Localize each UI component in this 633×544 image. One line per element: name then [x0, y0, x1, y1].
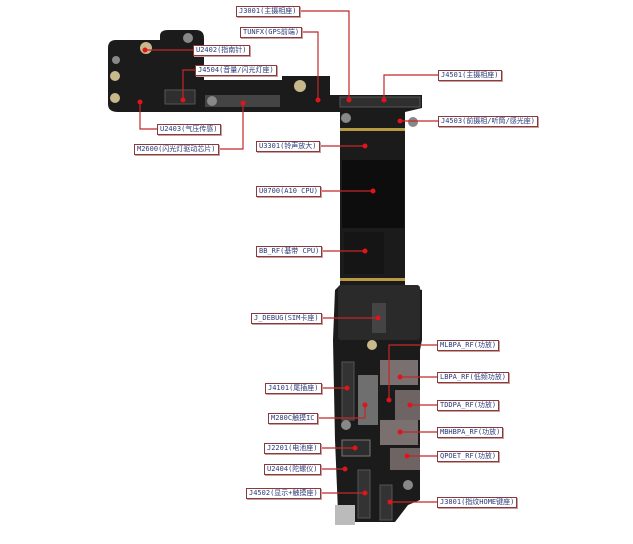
touch-ic-shield: [358, 375, 378, 425]
label-j4501: J4501(主摄相座): [438, 70, 502, 81]
label-u2404: U2404(陀螺仪): [264, 464, 321, 475]
label-lbpa-rf: LBPA_RF(低频功放): [437, 372, 509, 383]
marker-dots: [137, 47, 413, 505]
label-j3801: J3801(指纹HOME键座): [437, 497, 518, 508]
leader-lines: [139, 10, 438, 503]
label-j4503: J4503(前摄相/听筒/感光座): [438, 116, 538, 127]
label-u2403: U2403(气压传感): [157, 124, 221, 135]
label-tunfx: TUNFX(GPS前端): [240, 27, 303, 38]
label-qpoet-rf: QPOET_RF(功放): [437, 451, 500, 462]
label-bb-rf: BB_RF(基带 CPU): [256, 246, 323, 257]
label-j4504: J4504(音量/闪光灯座): [195, 65, 277, 76]
label-u2402: U2402(指南针): [193, 45, 250, 56]
cpu-chip: [342, 160, 404, 228]
label-j-debug: J_DEBUG(SIM卡座): [251, 313, 322, 324]
label-j4502: J4502(显示+触摸座): [246, 488, 321, 499]
label-m2600: M2600(闪光灯驱动芯片): [134, 144, 219, 155]
label-m280c: M280C触摸IC: [268, 413, 318, 424]
dock-connector: [341, 361, 355, 421]
label-mbhbpa-rf: MBHBPA_RF(功放): [437, 427, 504, 438]
rf-shield-1: [380, 360, 418, 385]
label-tddpa-rf: TDDPA_RF(功放): [437, 400, 500, 411]
label-j3001: J3001(主摄相座): [236, 6, 300, 17]
label-j4101: J4101(尾插座): [265, 383, 322, 394]
label-j2201: J2201(电池座): [264, 443, 321, 454]
label-mlbpa-rf: MLBPA_RF(功放): [437, 340, 500, 351]
label-u3301: U3301(铃声放大): [256, 141, 320, 152]
rf-shield-4: [390, 448, 420, 470]
label-u0700: U0700(A10 CPU): [256, 186, 322, 197]
